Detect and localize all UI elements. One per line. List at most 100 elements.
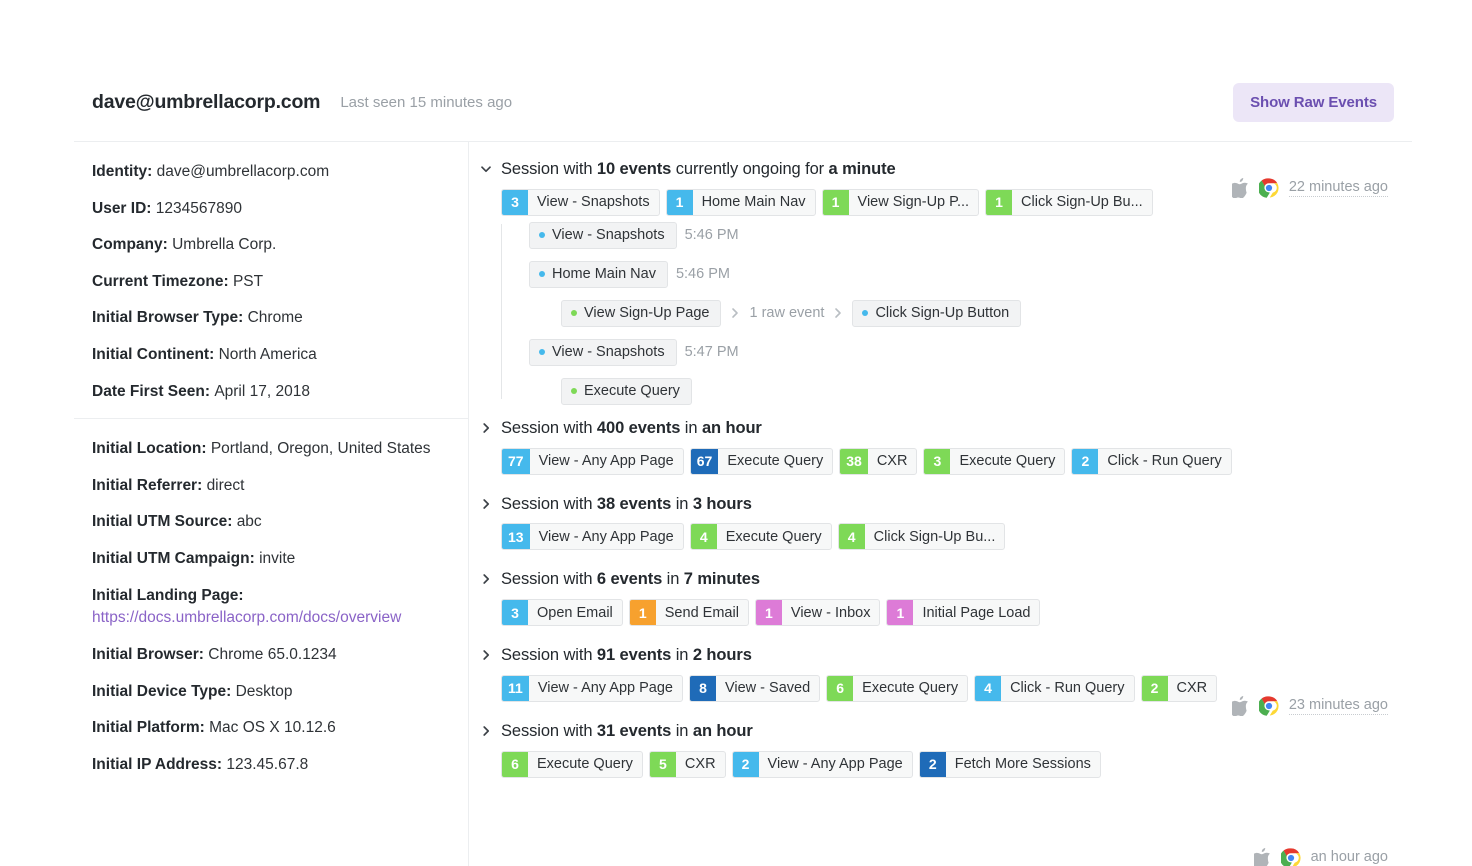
session-title-middle: currently ongoing for: [671, 160, 829, 178]
identity-property-key: Initial Browser Type:: [92, 309, 248, 327]
chevron-right-icon[interactable]: [479, 421, 493, 435]
identity-property-row: Initial UTM Source: abc: [92, 512, 450, 533]
session-event-count: 38 events: [596, 494, 672, 513]
session-event-count: 91 events: [596, 646, 672, 665]
event-pill[interactable]: Click Sign-Up Button: [852, 299, 1022, 327]
session-duration: a minute: [828, 160, 896, 178]
session-title-prefix: Session with: [501, 570, 597, 589]
raw-event-count[interactable]: 1 raw event: [749, 305, 825, 322]
session-relative-time[interactable]: 23 minutes ago: [1288, 696, 1388, 715]
event-chip-count: 1: [887, 600, 914, 626]
session-event-row: Execute Query: [503, 377, 1390, 405]
chevron-right-icon[interactable]: [479, 648, 493, 662]
page-title: dave@umbrellacorp.com: [92, 91, 321, 113]
event-pill[interactable]: Execute Query: [561, 377, 692, 405]
chevron-right-icon[interactable]: [479, 724, 493, 738]
raw-arrow-icon: [729, 306, 741, 320]
event-chip-count: 1: [986, 189, 1013, 215]
identity-property-row: Initial Continent: North America: [92, 345, 450, 366]
event-chip-count: 77: [502, 448, 530, 474]
session-title[interactable]: Session with 400 events in an hour: [501, 419, 1390, 439]
identity-property-value: abc: [236, 513, 262, 531]
session-title[interactable]: Session with 6 events in 7 minutes: [501, 570, 1390, 590]
event-chip-label: Click Sign-Up Bu...: [873, 528, 996, 545]
event-pill[interactable]: Home Main Nav: [529, 260, 668, 288]
chevron-down-icon[interactable]: [479, 162, 493, 176]
session-title[interactable]: Session with 38 events in 3 hours: [501, 495, 1390, 515]
identity-property-value: Desktop: [235, 682, 293, 700]
event-chip-label: CXR: [684, 756, 716, 773]
show-raw-events-button[interactable]: Show Raw Events: [1233, 83, 1394, 122]
event-timestamp: 5:47 PM: [684, 344, 739, 361]
event-chip-label: CXR: [876, 453, 908, 470]
session-title[interactable]: Session with 31 events in an hour: [501, 722, 1390, 742]
event-chip-label: Open Email: [537, 604, 613, 621]
session-title-middle: in: [662, 570, 684, 589]
landing-page-link[interactable]: https://docs.umbrellacorp.com/docs/overv…: [92, 609, 402, 627]
chevron-right-icon[interactable]: [479, 497, 493, 511]
chrome-icon: [1258, 696, 1279, 716]
session-event-count: 31 events: [596, 721, 672, 740]
session-relative-time[interactable]: an hour ago: [1310, 848, 1388, 866]
event-status-dot: [539, 349, 545, 356]
event-pill-label: View - Snapshots: [552, 344, 665, 361]
session-event-count: 400 events: [596, 418, 681, 437]
event-pill[interactable]: View Sign-Up Page: [561, 299, 722, 327]
event-status-dot: [539, 271, 545, 278]
identity-property-row: Identity: dave@umbrellacorp.com: [92, 162, 450, 183]
raw-arrow-icon: [832, 306, 844, 320]
session-relative-time[interactable]: 22 minutes ago: [1288, 179, 1388, 197]
identity-property-row: Initial IP Address: 123.45.67.8: [92, 755, 450, 776]
session-title-prefix: Session with: [501, 721, 597, 740]
identity-property-key: Initial Referrer:: [92, 476, 207, 494]
identity-property-value: April 17, 2018: [214, 382, 310, 400]
event-pill[interactable]: View - Snapshots: [529, 338, 677, 366]
session-duration: an hour: [692, 721, 753, 740]
identity-property-key: Initial Continent:: [92, 346, 219, 364]
identity-property-value: dave@umbrellacorp.com: [156, 163, 330, 180]
identity-property-value: invite: [259, 550, 296, 568]
session-title[interactable]: Session with 10 events currently ongoing…: [501, 160, 1390, 180]
event-pill[interactable]: View - Snapshots: [529, 221, 677, 249]
session-title-middle: in: [671, 494, 693, 513]
chevron-right-icon[interactable]: [479, 572, 493, 586]
session-duration: 7 minutes: [683, 570, 760, 589]
session-title[interactable]: Session with 91 events in 2 hours: [501, 646, 1390, 666]
session-duration: an hour: [701, 418, 762, 437]
session-list: Session with 10 events currently ongoing…: [469, 142, 1412, 866]
identity-property-value: PST: [232, 272, 264, 290]
event-status-dot: [571, 388, 577, 395]
session-event-row: View - Snapshots 5:47 PM: [503, 338, 1390, 366]
identity-property-key: Date First Seen:: [92, 382, 215, 400]
